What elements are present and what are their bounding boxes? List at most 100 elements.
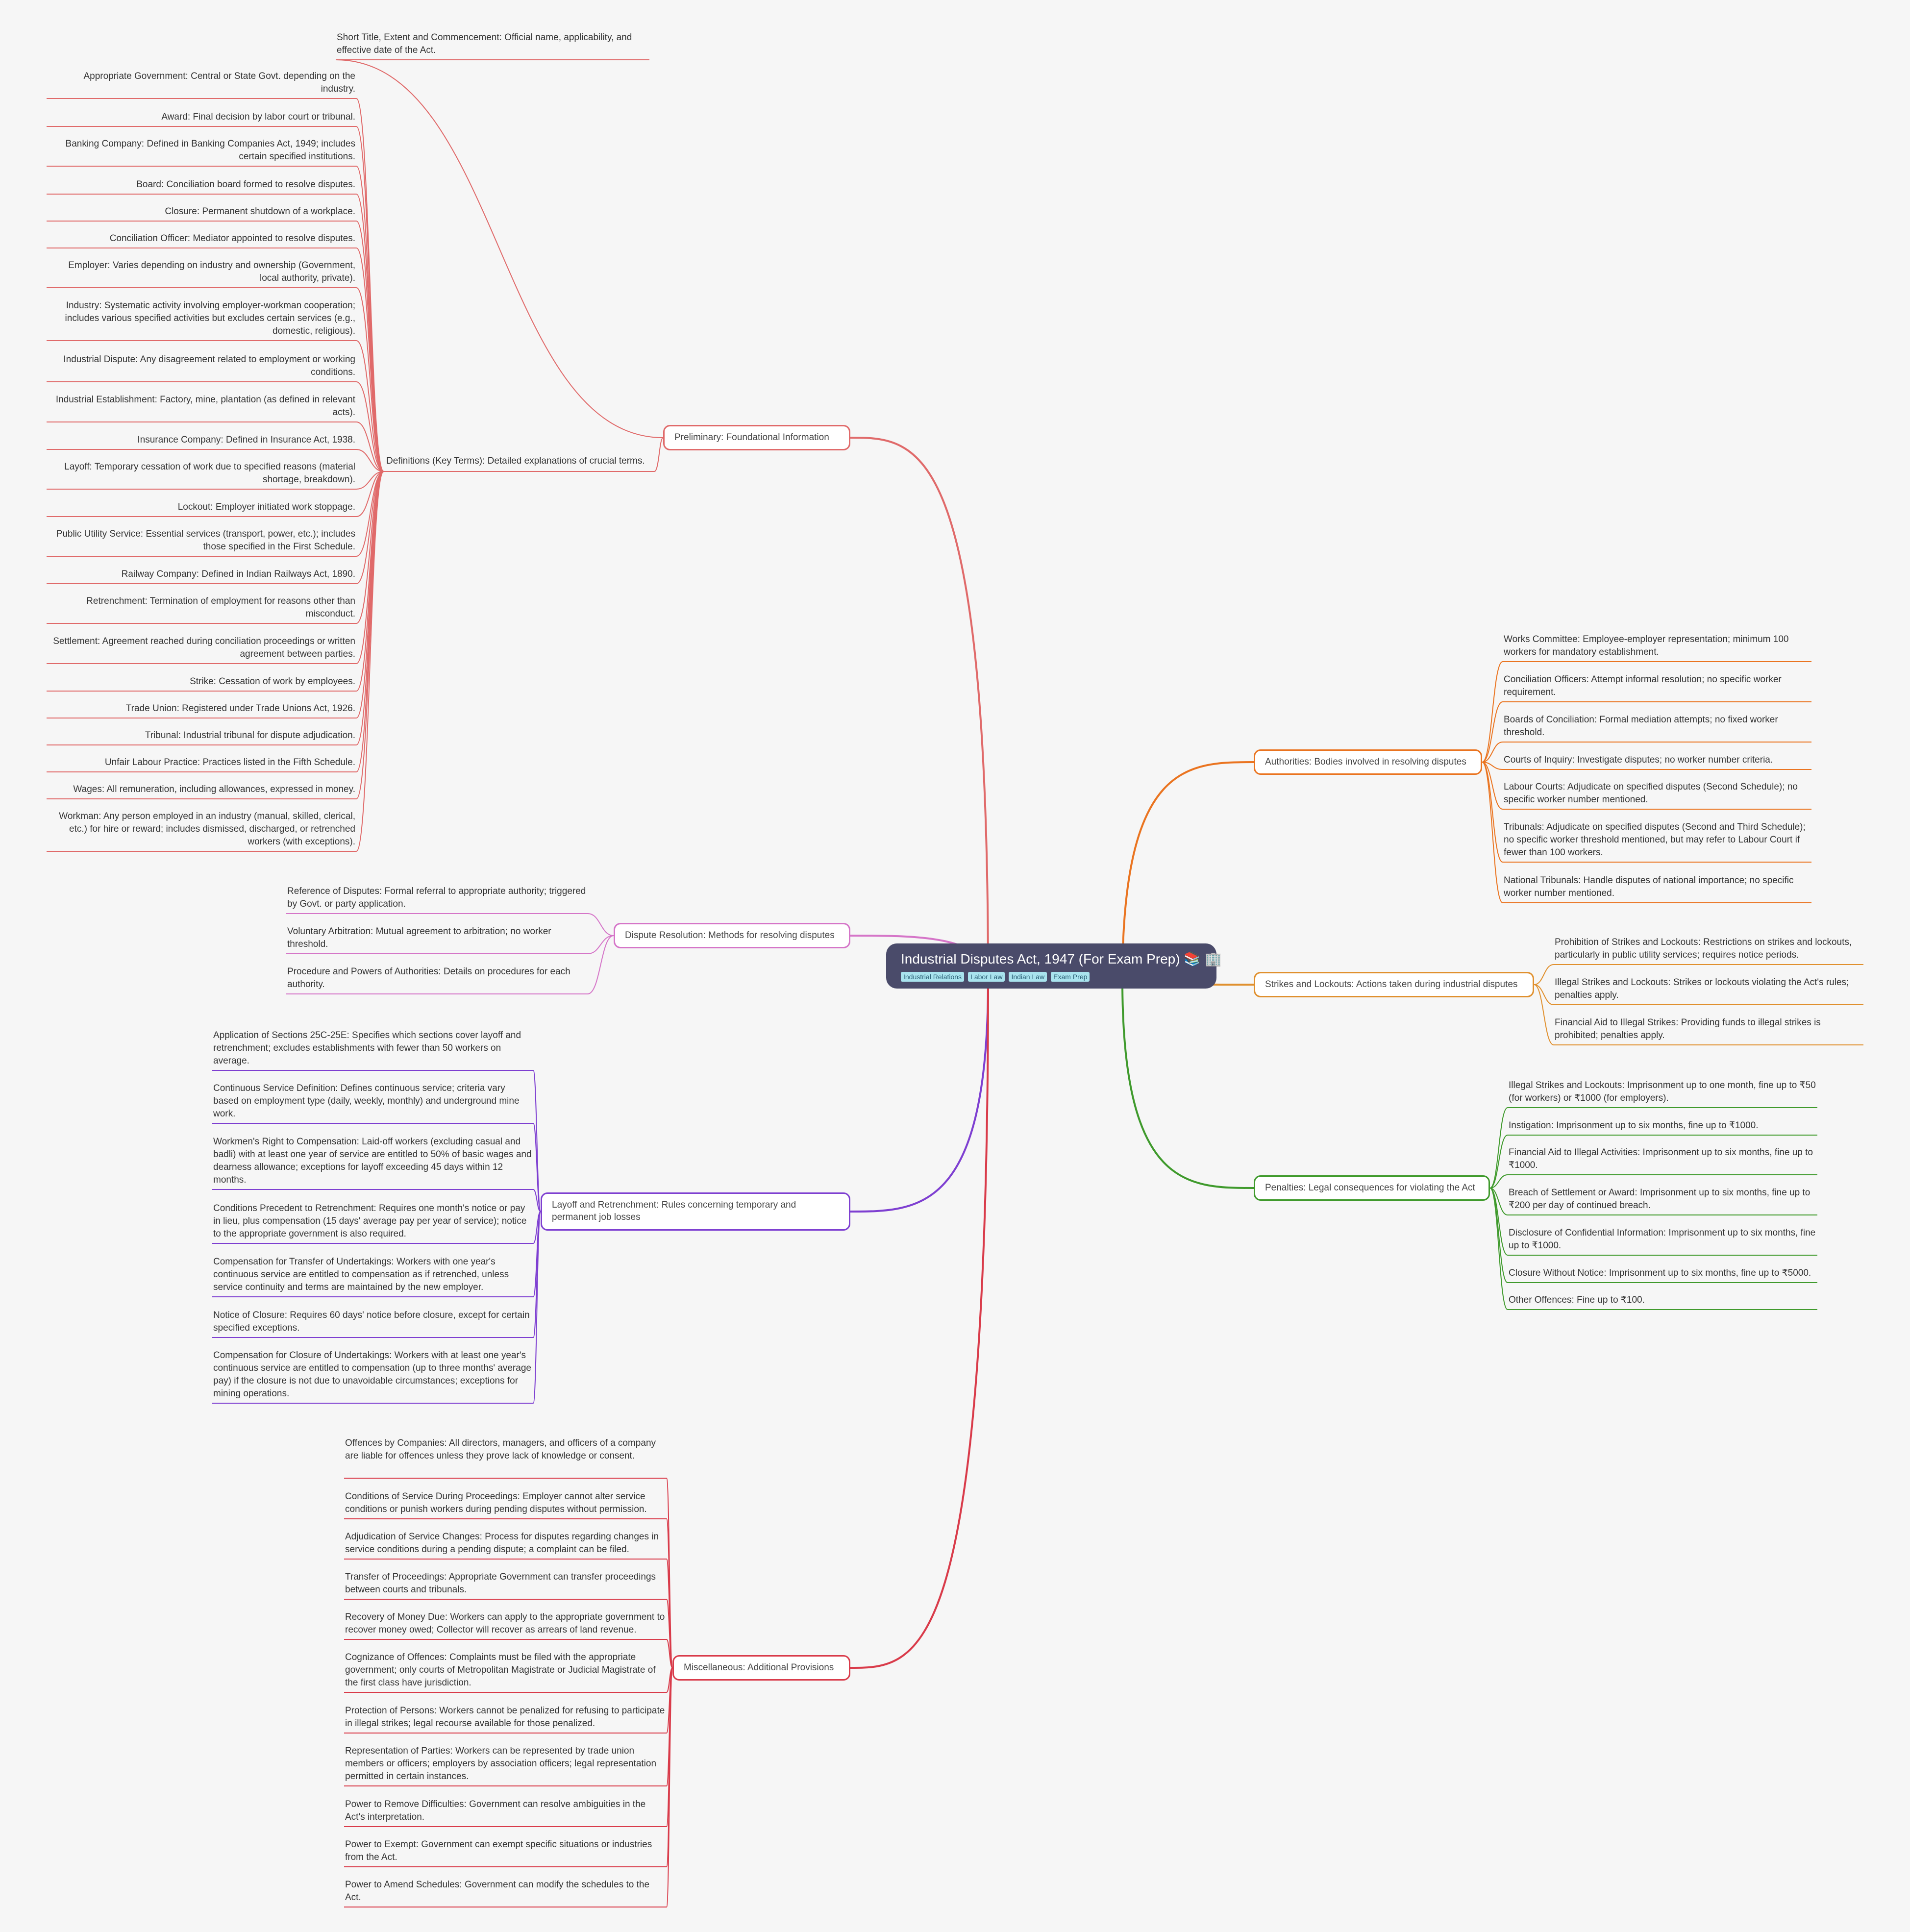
- strikes-leaf-connector: [1534, 984, 1554, 1005]
- authority-leaf-connector: [1482, 701, 1503, 763]
- definition-leaf-industrial-establishment[interactable]: Industrial Establishment: Factory, mine,…: [55, 395, 355, 418]
- strikes-leaf-illegal-strikes-and-lockouts[interactable]: Illegal Strikes and Lockouts: Strikes or…: [1555, 977, 1849, 1000]
- dispute-leaf-procedure-and-powers-of-authorities[interactable]: Procedure and Powers of Authorities: Det…: [287, 966, 571, 990]
- definition-leaf-conciliation-officer[interactable]: Conciliation Officer: Mediator appointed…: [109, 233, 355, 244]
- tag-indian-law[interactable]: Indian Law: [1009, 972, 1047, 982]
- penalty-leaf-financial-aid-to-illegal-activities[interactable]: Financial Aid to Illegal Activities: Imp…: [1509, 1147, 1813, 1170]
- dispute-leaf-voluntary-arbitration[interactable]: Voluntary Arbitration: Mutual agreement …: [287, 926, 551, 949]
- authority-leaf-works-committee[interactable]: Works Committee: Employee-employer repre…: [1504, 634, 1789, 657]
- tag-industrial-relations[interactable]: Industrial Relations: [901, 972, 965, 982]
- definition-leaf-industry[interactable]: Industry: Systematic activity involving …: [65, 300, 355, 336]
- preliminary-leaf-connector: [335, 59, 664, 438]
- misc-leaf-cognizance-of-offences[interactable]: Cognizance of Offences: Complaints must …: [345, 1652, 656, 1688]
- dispute-leaf-reference-of-disputes[interactable]: Reference of Disputes: Formal referral t…: [287, 886, 586, 909]
- definition-leaf-closure[interactable]: Closure: Permanent shutdown of a workpla…: [165, 206, 355, 217]
- penalty-leaf-closure-without-notice[interactable]: Closure Without Notice: Imprisonment up …: [1509, 1268, 1811, 1278]
- definition-leaf-connector: [356, 471, 384, 584]
- layoff-leaf-compensation-for-transfer-of-undertaking[interactable]: Compensation for Transfer of Undertaking…: [213, 1257, 509, 1292]
- layoff-leaf-connector: [533, 1123, 541, 1212]
- definition-leaf-public-utility-service[interactable]: Public Utility Service: Essential servic…: [56, 529, 355, 552]
- branch-preliminary[interactable]: Preliminary: Foundational Information: [663, 425, 850, 450]
- preliminary-leaf-short-title-extent-and-commencement[interactable]: Short Title, Extent and Commencement: Of…: [337, 32, 632, 55]
- definition-leaf-banking-company[interactable]: Banking Company: Defined in Banking Comp…: [65, 139, 355, 162]
- misc-leaf-adjudication-of-service-changes[interactable]: Adjudication of Service Changes: Process…: [345, 1532, 659, 1555]
- definition-leaf-employer[interactable]: Employer: Varies depending on industry a…: [68, 260, 355, 283]
- penalty-leaf-other-offences[interactable]: Other Offences: Fine up to ₹100.: [1509, 1295, 1645, 1305]
- tag-exam-prep[interactable]: Exam Prep: [1051, 972, 1090, 982]
- misc-leaf-conditions-of-service-during-proceedings[interactable]: Conditions of Service During Proceedings…: [345, 1491, 647, 1514]
- root-title: Industrial Disputes Act, 1947 (For Exam …: [901, 951, 1222, 966]
- authority-leaf-national-tribunals[interactable]: National Tribunals: Handle disputes of n…: [1504, 875, 1794, 898]
- definition-leaf-connector: [356, 340, 384, 472]
- branch-strikes[interactable]: Strikes and Lockouts: Actions taken duri…: [1254, 972, 1534, 997]
- dispute-leaf-connector: [587, 935, 614, 954]
- definition-leaf-connector: [356, 471, 384, 718]
- layoff-leaf-connector: [533, 1211, 541, 1404]
- branch-misc[interactable]: Miscellaneous: Additional Provisions: [672, 1655, 850, 1681]
- authority-leaf-tribunals[interactable]: Tribunals: Adjudicate on specified dispu…: [1504, 822, 1806, 858]
- layoff-leaf-application-of-sections-25c-25e[interactable]: Application of Sections 25C-25E: Specifi…: [213, 1030, 521, 1066]
- misc-leaf-protection-of-persons[interactable]: Protection of Persons: Workers cannot be…: [345, 1706, 665, 1729]
- layoff-leaf-conditions-precedent-to-retrenchment[interactable]: Conditions Precedent to Retrenchment: Re…: [213, 1203, 527, 1239]
- misc-leaf-representation-of-parties[interactable]: Representation of Parties: Workers can b…: [345, 1746, 657, 1782]
- authority-leaf-boards-of-conciliation[interactable]: Boards of Conciliation: Formal mediation…: [1504, 715, 1778, 738]
- definition-leaf-connector: [356, 471, 384, 852]
- definition-leaf-trade-union[interactable]: Trade Union: Registered under Trade Unio…: [125, 703, 355, 714]
- authority-leaf-courts-of-inquiry[interactable]: Courts of Inquiry: Investigate disputes;…: [1504, 755, 1773, 765]
- dispute-leaf-connector: [587, 913, 614, 936]
- penalty-leaf-instigation[interactable]: Instigation: Imprisonment up to six mont…: [1509, 1120, 1759, 1131]
- penalty-leaf-breach-of-settlement-or-award[interactable]: Breach of Settlement or Award: Imprisonm…: [1509, 1188, 1811, 1211]
- definition-leaf-connector: [356, 98, 384, 472]
- branch-penalties[interactable]: Penalties: Legal consequences for violat…: [1254, 1175, 1490, 1201]
- definition-leaf-board[interactable]: Board: Conciliation board formed to reso…: [136, 179, 355, 190]
- definitions-node[interactable]: Definitions (Key Terms): Detailed explan…: [386, 456, 645, 466]
- definition-leaf-connector: [356, 471, 384, 490]
- misc-leaf-power-to-remove-difficulties[interactable]: Power to Remove Difficulties: Government…: [345, 1799, 646, 1822]
- definition-leaf-insurance-company[interactable]: Insurance Company: Defined in Insurance …: [137, 435, 355, 445]
- layoff-leaf-continuous-service-definition[interactable]: Continuous Service Definition: Defines c…: [213, 1083, 520, 1119]
- layoff-leaf-workmen-s-right-to-compensation[interactable]: Workmen's Right to Compensation: Laid-of…: [213, 1137, 532, 1185]
- branch-dispute[interactable]: Dispute Resolution: Methods for resolvin…: [614, 923, 850, 948]
- layoff-leaf-notice-of-closure[interactable]: Notice of Closure: Requires 60 days' not…: [213, 1310, 530, 1333]
- authority-leaf-labour-courts[interactable]: Labour Courts: Adjudicate on specified d…: [1504, 782, 1798, 805]
- authority-leaf-conciliation-officers[interactable]: Conciliation Officers: Attempt informal …: [1504, 674, 1782, 697]
- definition-leaf-appropriate-government[interactable]: Appropriate Government: Central or State…: [83, 71, 356, 94]
- definition-leaf-connector: [356, 421, 384, 472]
- definition-leaf-layoff[interactable]: Layoff: Temporary cessation of work due …: [64, 462, 355, 485]
- definition-leaf-connector: [356, 471, 384, 799]
- tag-labor-law[interactable]: Labor Law: [968, 972, 1005, 982]
- definition-leaf-settlement[interactable]: Settlement: Agreement reached during con…: [53, 636, 355, 659]
- misc-leaf-power-to-exempt[interactable]: Power to Exempt: Government can exempt s…: [345, 1839, 652, 1862]
- penalty-leaf-connector: [1489, 1188, 1508, 1215]
- definition-leaf-wages[interactable]: Wages: All remuneration, including allow…: [73, 784, 355, 794]
- penalty-leaf-disclosure-of-confidential-information[interactable]: Disclosure of Confidential Information: …: [1509, 1228, 1816, 1251]
- root-to-penalties: [1121, 980, 1254, 1189]
- misc-leaf-connector: [666, 1599, 673, 1668]
- definition-leaf-industrial-dispute[interactable]: Industrial Dispute: Any disagreement rel…: [63, 354, 355, 377]
- definition-leaf-tribunal[interactable]: Tribunal: Industrial tribunal for disput…: [145, 730, 355, 741]
- definition-leaf-connector: [356, 471, 384, 557]
- strikes-leaf-prohibition-of-strikes-and-lockouts[interactable]: Prohibition of Strikes and Lockouts: Res…: [1555, 937, 1852, 960]
- layoff-leaf-connector: [533, 1189, 541, 1212]
- definition-leaf-strike[interactable]: Strike: Cessation of work by employees.: [190, 676, 355, 687]
- definition-leaf-lockout[interactable]: Lockout: Employer initiated work stoppag…: [177, 502, 355, 512]
- misc-leaf-transfer-of-proceedings[interactable]: Transfer of Proceedings: Appropriate Gov…: [345, 1572, 656, 1595]
- preliminary-to-definitions: [654, 437, 664, 472]
- misc-leaf-connector: [666, 1667, 673, 1907]
- misc-leaf-power-to-amend-schedules[interactable]: Power to Amend Schedules: Government can…: [345, 1880, 650, 1903]
- definition-leaf-workman[interactable]: Workman: Any person employed in an indus…: [59, 811, 355, 847]
- strikes-leaf-financial-aid-to-illegal-strikes[interactable]: Financial Aid to Illegal Strikes: Provid…: [1555, 1017, 1821, 1040]
- penalty-leaf-illegal-strikes-and-lockouts[interactable]: Illegal Strikes and Lockouts: Imprisonme…: [1509, 1080, 1816, 1103]
- layoff-leaf-compensation-for-closure-of-undertakings[interactable]: Compensation for Closure of Undertakings…: [213, 1350, 531, 1399]
- definition-leaf-railway-company[interactable]: Railway Company: Defined in Indian Railw…: [121, 569, 355, 579]
- root-topic[interactable]: Industrial Disputes Act, 1947 (For Exam …: [886, 943, 1222, 989]
- definition-leaf-retrenchment[interactable]: Retrenchment: Termination of employment …: [86, 596, 355, 619]
- definition-leaf-unfair-labour-practice[interactable]: Unfair Labour Practice: Practices listed…: [104, 757, 355, 768]
- authority-leaf-connector: [1482, 762, 1503, 810]
- penalty-leaf-connector: [1489, 1135, 1508, 1189]
- branch-authorities[interactable]: Authorities: Bodies involved in resolvin…: [1254, 749, 1482, 775]
- definition-leaf-award[interactable]: Award: Final decision by labor court or …: [161, 112, 355, 122]
- branch-layoff[interactable]: Layoff and Retrenchment: Rules concernin…: [541, 1192, 850, 1231]
- misc-leaf-offences-by-companies[interactable]: Offences by Companies: All directors, ma…: [345, 1438, 656, 1461]
- misc-leaf-recovery-of-money-due[interactable]: Recovery of Money Due: Workers can apply…: [345, 1612, 665, 1635]
